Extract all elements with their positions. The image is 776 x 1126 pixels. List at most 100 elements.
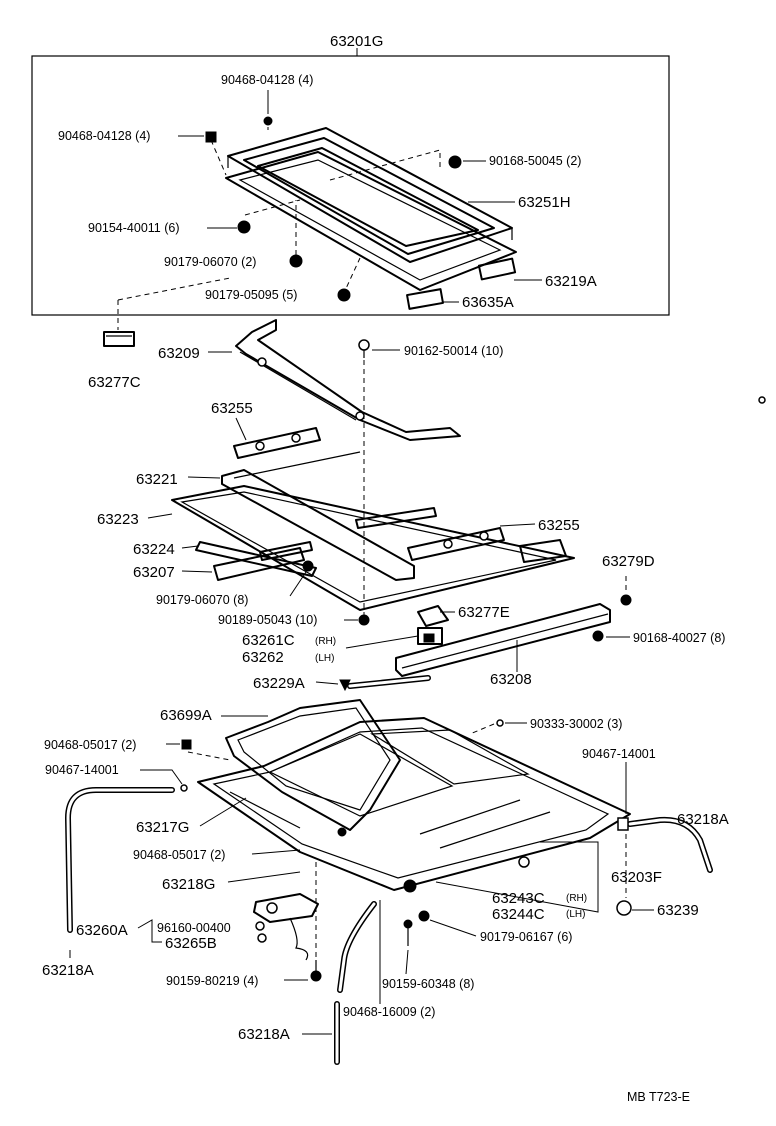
label-90468-16009: 90468-16009 (2) [343, 1005, 435, 1019]
label-63255-upper: 63255 [211, 400, 253, 417]
bolt-90468-04128-top [263, 116, 273, 126]
label-63279D: 63279D [602, 553, 655, 570]
label-63208: 63208 [490, 671, 532, 688]
bracket-63207: 63207 [133, 547, 305, 581]
label-63261C: 63261C [242, 632, 295, 649]
link-63255-lower: 63255 [407, 517, 580, 563]
label-63255-lower: 63255 [538, 517, 580, 534]
clip-90333-30002: 90333-30002 (3) [469, 717, 622, 735]
label-96160-00400: 96160-00400 [157, 921, 231, 935]
label-63219A: 63219A [545, 273, 597, 290]
clamp-90467-14001-left: 90467-14001 [45, 763, 188, 792]
label-63261C-rh: (RH) [315, 636, 336, 647]
label-90467-14001-right: 90467-14001 [582, 747, 656, 761]
label-63277C: 63277C [88, 374, 141, 391]
nut-90154-40011 [237, 220, 251, 234]
label-63221: 63221 [136, 471, 178, 488]
nut-90179-05095 [337, 288, 351, 302]
drain-hose-63260A: 63260A 63218A [42, 787, 175, 979]
label-63207: 63207 [133, 564, 175, 581]
bolt-90159-60348: 90159-60348 (8) [382, 919, 474, 991]
label-63243C: 63243C [492, 890, 545, 907]
label-90159-60348: 90159-60348 (8) [382, 977, 474, 991]
motor-assembly: 96160-00400 63265B [137, 893, 319, 961]
screw-90168-50045 [448, 155, 462, 169]
label-90179-06070-8: 90179-06070 (8) [156, 593, 248, 607]
clamp-90467-14001-right: 90467-14001 [582, 747, 656, 898]
label-90468-04128-top: 90468-04128 (4) [221, 73, 313, 87]
label-63203F: 63203F [611, 869, 662, 886]
label-90333-30002: 90333-30002 (3) [530, 717, 622, 731]
label-90468-05017-upper: 90468-05017 (2) [44, 738, 136, 752]
label-90179-06070-2: 90179-06070 (2) [164, 255, 256, 269]
block-63261C: 63261C (RH) 63262 (LH) [242, 627, 443, 666]
label-63239: 63239 [657, 902, 699, 919]
seal-63229A: 63229A [253, 675, 431, 692]
label-63223: 63223 [97, 511, 139, 528]
label-63262: 63262 [242, 649, 284, 666]
label-63209: 63209 [158, 345, 200, 362]
label-90162-50014: 90162-50014 (10) [404, 344, 503, 358]
label-63699A: 63699A [160, 707, 212, 724]
seal-63224: 63224 [133, 541, 317, 577]
gear-63243C: 63243C (RH) 63244C (LH) [403, 856, 587, 923]
label-63251H: 63251H [518, 194, 571, 211]
clip-63277C: 63277C [88, 277, 231, 391]
label-90159-80219: 90159-80219 (4) [166, 974, 258, 988]
label-63218A-left: 63218A [42, 962, 94, 979]
label-63218A-bottom: 63218A [238, 1026, 290, 1043]
label-63217G: 63217G [136, 819, 189, 836]
label-63244C-lh: (LH) [566, 909, 585, 920]
glass-frame-63219A [225, 151, 517, 291]
link-63255-upper: 63255 [211, 400, 321, 459]
label-90168-40027: 90168-40027 (8) [633, 631, 725, 645]
label-90468-05017-lower: 90468-05017 (2) [133, 848, 225, 862]
drain-hose-lower: 90468-16009 (2) [337, 900, 435, 1019]
screw-90168-40027: 90168-40027 (8) [592, 630, 725, 645]
label-63201G: 63201G [330, 33, 383, 50]
label-90189-05043: 90189-05043 (10) [218, 613, 317, 627]
clip-63277E: 63277E [417, 604, 510, 627]
nut-90179-06070-a [289, 254, 303, 268]
label-63265B: 63265B [165, 935, 217, 952]
screw-90162-50014: 90162-50014 (10) [358, 339, 503, 615]
figure-code: MB T723-E [627, 1090, 690, 1104]
label-90179-06167: 90179-06167 (6) [480, 930, 572, 944]
drain-hose-63218A-bottom: 63218A [238, 1001, 340, 1065]
label-63260A: 63260A [76, 922, 128, 939]
label-90179-05095: 90179-05095 (5) [205, 288, 297, 302]
drain-hose-63218A-right: 63218A [627, 811, 729, 873]
label-90168-50045: 90168-50045 (2) [489, 154, 581, 168]
bracket-63635A [406, 288, 444, 310]
cap-63239: 63239 [616, 900, 699, 919]
bolt-90159-80219: 90159-80219 (4) [166, 960, 322, 988]
label-63262-lh: (LH) [315, 653, 334, 664]
glass-panel-63251H [227, 127, 513, 263]
nut-90179-06070-8: 90179-06070 (8) [156, 560, 314, 607]
nut-90189-05043: 90189-05043 (10) [218, 613, 370, 627]
drive-rail-63209: 63209 [158, 319, 461, 441]
side-rail-63208: 63208 [395, 603, 611, 688]
housing-63203F: 63203F [197, 717, 662, 913]
label-63229A: 63229A [253, 675, 305, 692]
assembly-group-box [31, 55, 670, 316]
nut-90179-06167: 90179-06167 (6) [418, 910, 572, 944]
label-63224: 63224 [133, 541, 175, 558]
label-90468-04128-left: 90468-04128 (4) [58, 129, 150, 143]
housing-63221: 63221 [136, 451, 415, 581]
label-63218G: 63218G [162, 876, 215, 893]
guide-strip [259, 507, 437, 561]
label-63218A-right: 63218A [677, 811, 729, 828]
label-90467-14001-left: 90467-14001 [45, 763, 119, 777]
label-63277E: 63277E [458, 604, 510, 621]
trim-63217G: 63217G [136, 797, 247, 836]
clip-90468-05017-lower: 90468-05017 (2) [133, 827, 347, 862]
hose-63218G: 63218G [162, 862, 317, 968]
label-63243C-rh: (RH) [566, 893, 587, 904]
bolt-90468-04128-left [205, 131, 217, 143]
label-63244C: 63244C [492, 906, 545, 923]
margin-mark [758, 396, 766, 404]
cap-63279D: 63279D [602, 553, 655, 606]
label-63635A: 63635A [462, 294, 514, 311]
